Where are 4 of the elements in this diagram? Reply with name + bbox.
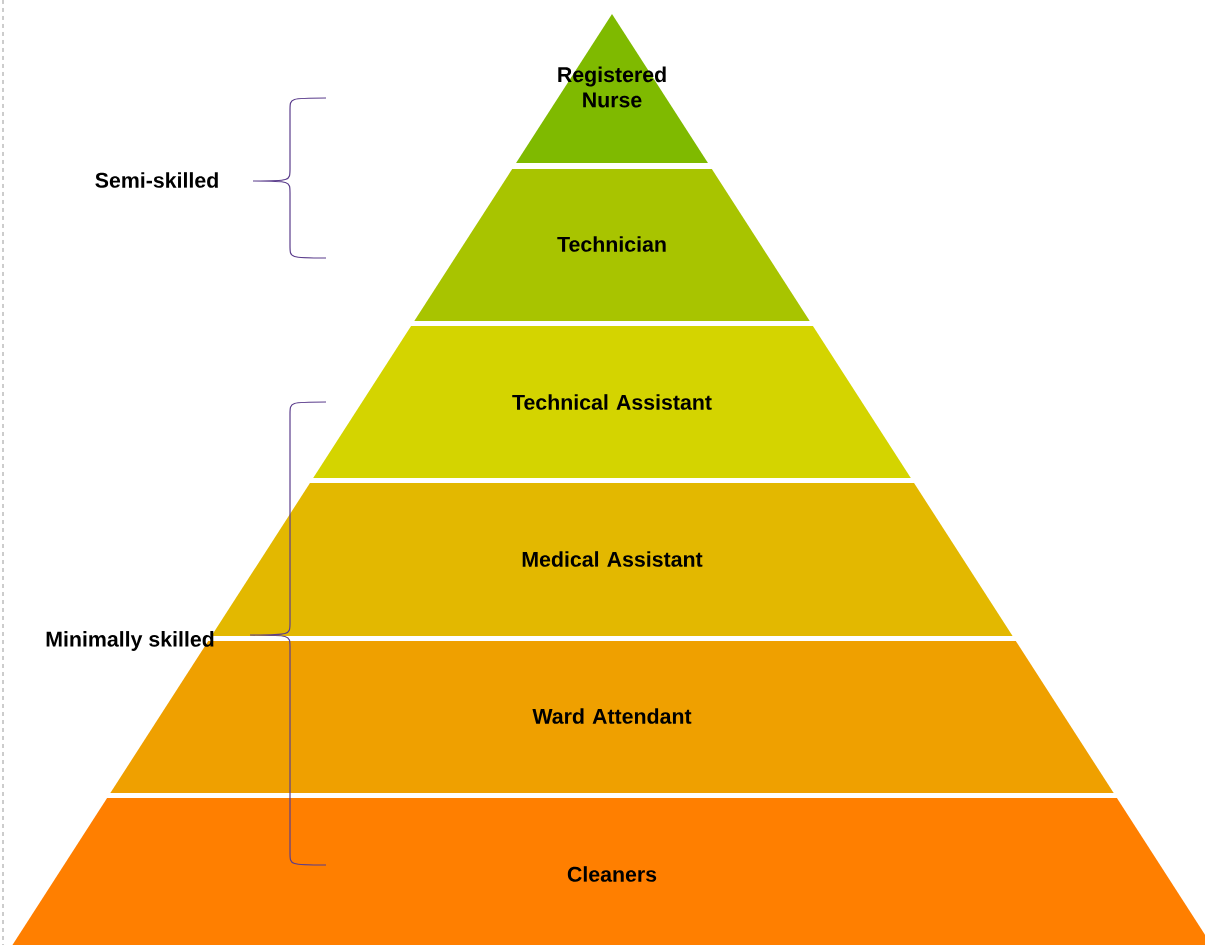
group-label: Semi-skilled	[95, 172, 218, 188]
pyramid-level: Cleaners	[12, 798, 1205, 945]
pyramid-level: Technician	[414, 169, 810, 321]
pyramid-level: Technical Assistant	[313, 326, 911, 478]
